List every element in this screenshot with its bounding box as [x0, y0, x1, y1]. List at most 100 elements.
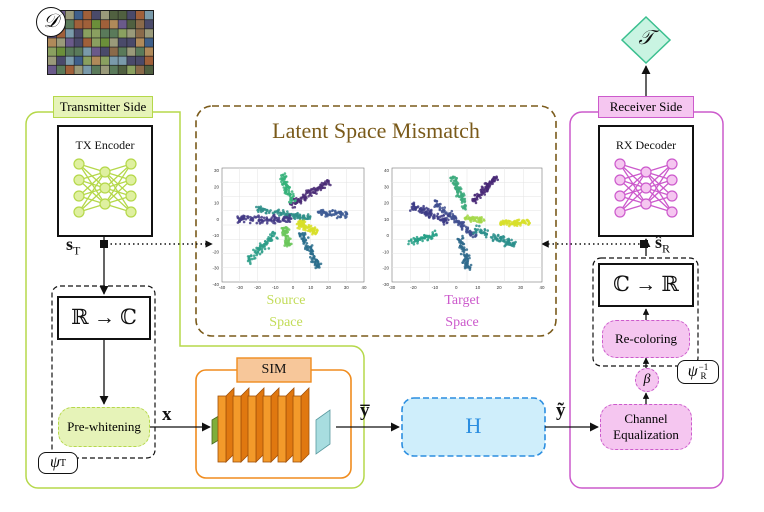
scatter-point — [491, 239, 495, 243]
sim-layer-front — [217, 395, 227, 463]
dataset-thumbnail — [56, 56, 65, 65]
scatter-point — [324, 183, 327, 186]
scatter-point — [460, 228, 464, 231]
dataset-thumbnail — [56, 38, 65, 47]
scatter-point — [464, 263, 467, 266]
scatter-point — [295, 222, 299, 226]
scatter-point — [474, 233, 478, 236]
scatter-point — [520, 220, 524, 223]
scatter-point — [511, 241, 514, 245]
scatter-point — [283, 239, 287, 243]
scatter-point — [495, 176, 498, 179]
dataset-thumbnail — [136, 11, 145, 20]
scatter-point — [256, 208, 259, 212]
scatter-point — [483, 193, 487, 196]
scatter-point — [477, 193, 481, 197]
scatter-point — [269, 233, 272, 236]
scatter-point — [468, 266, 472, 270]
scatter-point — [444, 219, 448, 222]
scatter-point — [463, 197, 467, 201]
scatter-point — [287, 188, 291, 192]
scatter-point — [464, 204, 468, 207]
scatter-point — [298, 200, 302, 203]
scatter-point — [474, 216, 477, 219]
scatter-point — [310, 248, 313, 252]
scatter-point — [264, 218, 267, 222]
scatter-point — [461, 234, 464, 238]
dataset-thumbnail — [83, 11, 92, 20]
scatter-point — [288, 243, 292, 247]
scatter-point — [420, 208, 424, 211]
scatter-point — [320, 184, 324, 188]
scatter-point — [415, 235, 419, 239]
scatter-point — [298, 216, 302, 220]
scatter-point — [474, 201, 478, 205]
scatter-point — [258, 248, 261, 252]
scatter-point — [283, 229, 286, 233]
scatter-point — [258, 252, 262, 256]
dataset-thumbnail — [65, 20, 74, 29]
scatter-point — [320, 209, 323, 212]
network-neuron — [614, 206, 626, 218]
scatter-point — [244, 217, 248, 221]
dataset-thumbnail — [136, 38, 145, 47]
scatter-point — [290, 190, 294, 193]
scatter-point — [287, 236, 290, 239]
plot-y-tick: 40 — [384, 168, 390, 173]
scatter-point — [436, 212, 440, 216]
scatter-point — [248, 221, 252, 225]
scatter-point — [265, 242, 268, 245]
scatter-point — [272, 219, 276, 222]
re-coloring-box: Re-coloring — [602, 320, 690, 358]
scatter-point — [446, 214, 450, 217]
dataset-thumbnail — [65, 56, 74, 65]
dataset-thumbnail — [65, 38, 74, 47]
dataset-thumbnail — [100, 11, 109, 20]
scatter-point — [443, 206, 447, 209]
dataset-thumbnail — [109, 38, 118, 47]
dataset-thumbnail — [48, 47, 57, 56]
scatter-point — [284, 215, 287, 219]
dataset-thumbnail — [127, 65, 136, 74]
scatter-point — [290, 198, 294, 202]
dataset-thumbnail — [144, 11, 153, 20]
scatter-point — [344, 216, 347, 220]
scatter-point — [316, 188, 320, 191]
dataset-thumbnail — [65, 47, 74, 56]
scatter-point — [298, 213, 302, 216]
scatter-point — [519, 224, 522, 227]
scatter-point — [459, 191, 463, 194]
dataset-thumbnail — [92, 29, 101, 38]
scatter-point — [260, 210, 263, 214]
psi-r-main: ψ — [687, 363, 698, 380]
scatter-point — [526, 218, 529, 222]
scatter-point — [249, 215, 252, 219]
scatter-point — [416, 238, 419, 242]
scatter-point — [306, 189, 310, 192]
scatter-point — [286, 220, 289, 223]
rx-network-icon — [614, 158, 678, 218]
dataset-thumbnail — [74, 11, 83, 20]
dataset-thumbnail — [83, 20, 92, 29]
network-neuron — [73, 190, 85, 202]
scatter-point — [435, 214, 439, 218]
dataset-thumbnail — [118, 29, 127, 38]
network-neuron — [666, 190, 678, 202]
scatter-point — [287, 240, 290, 243]
scatter-point — [314, 189, 317, 192]
scatter-point — [307, 215, 310, 219]
scatter-point — [473, 194, 477, 197]
scatter-point — [252, 248, 255, 252]
sim-layer-front — [277, 395, 287, 463]
scatter-point — [283, 175, 287, 179]
scatter-point — [447, 218, 450, 222]
scatter-point — [294, 213, 297, 217]
target-space-label: Target Space — [412, 290, 512, 334]
plot-y-tick: 20 — [214, 184, 220, 189]
scatter-point — [284, 234, 288, 238]
scatter-point — [246, 255, 250, 258]
dataset-thumbnail — [136, 65, 145, 74]
scatter-point — [438, 203, 441, 206]
scatter-point — [240, 217, 243, 221]
